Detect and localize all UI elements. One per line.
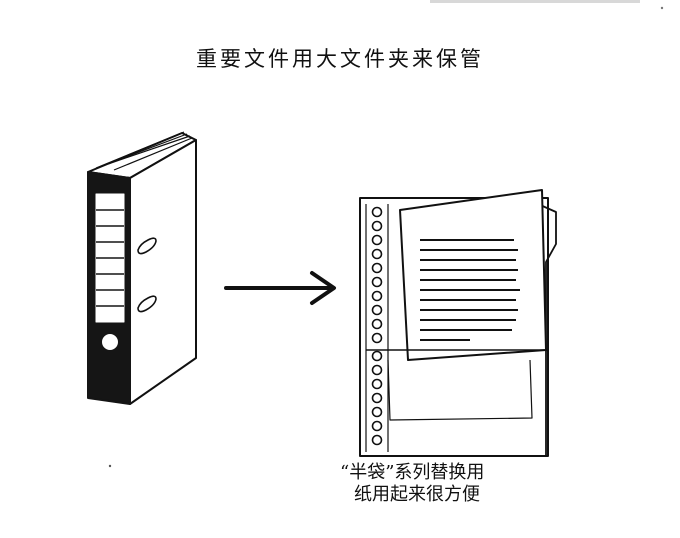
caption-line-1: “半袋”系列替换用 <box>340 462 485 483</box>
scan-edge-mark <box>430 0 640 3</box>
caption: “半袋”系列替换用 纸用起来很方便 <box>340 462 600 506</box>
scan-speck <box>660 6 664 10</box>
lever-arch-file-icon <box>87 131 197 405</box>
punched-sheet-protector-icon <box>359 189 557 457</box>
arrow-right-icon <box>224 271 336 305</box>
scan-speck <box>108 464 112 468</box>
caption-line-2: 纸用起来很方便 <box>354 484 480 505</box>
page-title: 重要文件用大文件夹来保管 <box>196 47 484 71</box>
